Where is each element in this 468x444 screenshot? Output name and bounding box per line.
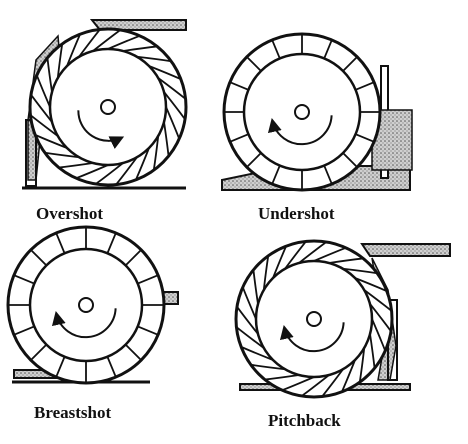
pitchback-rotation-arrow <box>279 322 345 353</box>
undershot-weir <box>371 109 413 171</box>
overshot-blade <box>115 156 138 186</box>
panel-overshot: Overshot <box>22 19 188 223</box>
undershot-wheel <box>222 32 382 192</box>
undershot-blade <box>355 81 375 91</box>
overshot-blade <box>165 106 181 140</box>
pitchback-blade <box>284 240 307 270</box>
overshot-blade <box>44 151 80 159</box>
pitchback-blade <box>264 374 300 381</box>
pitchback-blade <box>252 269 259 305</box>
pitchback-blade <box>321 368 344 398</box>
overshot-blade <box>135 147 150 181</box>
pitchback-blade <box>369 333 376 369</box>
breastshot-blade <box>137 325 159 336</box>
pitchback-water-channel <box>360 243 451 257</box>
overshot-blade <box>136 55 172 63</box>
pitchback-blade <box>342 267 378 275</box>
breastshot-blade <box>55 232 66 254</box>
undershot-blade <box>342 152 358 168</box>
overshot-blade <box>56 43 64 79</box>
overshot-blade <box>157 77 187 100</box>
breastshot-blade <box>13 274 35 285</box>
pitchback-blade <box>313 246 347 262</box>
undershot-label: Undershot <box>258 204 335 223</box>
overshot-blade <box>163 121 170 157</box>
undershot-blade <box>271 39 281 59</box>
overshot-blade <box>46 57 53 93</box>
undershot-blade <box>342 56 358 72</box>
pitchback-blade <box>369 303 392 332</box>
pitchback-wheel <box>234 239 394 399</box>
panel-pitchback: Pitchback <box>234 239 451 430</box>
overshot-water-channel <box>89 19 187 31</box>
overshot-blade <box>66 33 81 67</box>
breastshot-wheel <box>6 225 166 385</box>
overshot-blade <box>92 29 121 52</box>
breastshot-blade <box>137 274 159 285</box>
overshot-blade <box>122 45 158 52</box>
undershot-rotation-arrow <box>267 115 333 146</box>
breastshot-blade <box>30 343 48 361</box>
overshot-blade <box>107 34 141 50</box>
undershot-blade <box>355 133 375 143</box>
pitchback-blade <box>354 277 388 292</box>
overshot-blade <box>58 162 94 169</box>
panel-breastshot: Breastshot <box>6 225 179 422</box>
pitchback-blade <box>241 286 257 320</box>
overshot-blade <box>78 28 101 58</box>
breastshot-blade <box>106 356 117 378</box>
overshot-blade <box>163 91 186 120</box>
breastshot-blade <box>124 343 142 361</box>
pitchback-blade <box>358 347 366 383</box>
overshot-rotation-arrow <box>77 110 125 149</box>
pitchback-blade <box>235 326 265 349</box>
overshot-blade <box>30 94 53 123</box>
pitchback-blade <box>240 346 274 361</box>
pitchback-blade <box>328 257 364 264</box>
pitchback-blade <box>301 374 330 397</box>
overshot-blade <box>95 162 124 185</box>
pitchback-blade <box>341 359 356 393</box>
pitchback-blade <box>272 245 287 279</box>
undershot-hub <box>294 104 310 120</box>
undershot-blade <box>246 152 262 168</box>
pitchback-blade <box>363 289 393 312</box>
overshot-hub <box>100 99 116 115</box>
pitchback-blade <box>250 363 286 371</box>
breastshot-blade <box>55 356 66 378</box>
breastshot-label: Breastshot <box>34 403 111 422</box>
undershot-blade <box>323 39 333 59</box>
breastshot-blade <box>106 232 117 254</box>
breastshot-blade <box>13 325 35 336</box>
breastshot-hub <box>78 297 94 313</box>
undershot-blade <box>246 56 262 72</box>
breastshot-blade <box>124 249 142 267</box>
overshot-wheel <box>28 27 188 187</box>
overshot-blade <box>34 134 68 149</box>
undershot-blade <box>229 133 249 143</box>
overshot-blade <box>152 135 160 171</box>
pitchback-label: Pitchback <box>268 411 341 430</box>
pitchback-blade <box>236 306 259 335</box>
overshot-blade <box>75 164 109 180</box>
overshot-blade <box>148 65 182 80</box>
overshot-blade <box>29 114 59 137</box>
pitchback-blade <box>371 318 387 352</box>
overshot-label: Overshot <box>36 204 103 223</box>
undershot-blade <box>229 81 249 91</box>
undershot-blade <box>271 165 281 185</box>
breastshot-rotation-arrow <box>51 308 117 339</box>
pitchback-blade <box>262 255 270 291</box>
breastshot-blade <box>30 249 48 267</box>
undershot-blade <box>323 165 333 185</box>
pitchback-hub <box>306 311 322 327</box>
panel-undershot: Undershot <box>221 32 413 223</box>
overshot-blade <box>35 74 51 108</box>
pitchback-blade <box>281 376 315 392</box>
pitchback-blade <box>298 241 327 264</box>
